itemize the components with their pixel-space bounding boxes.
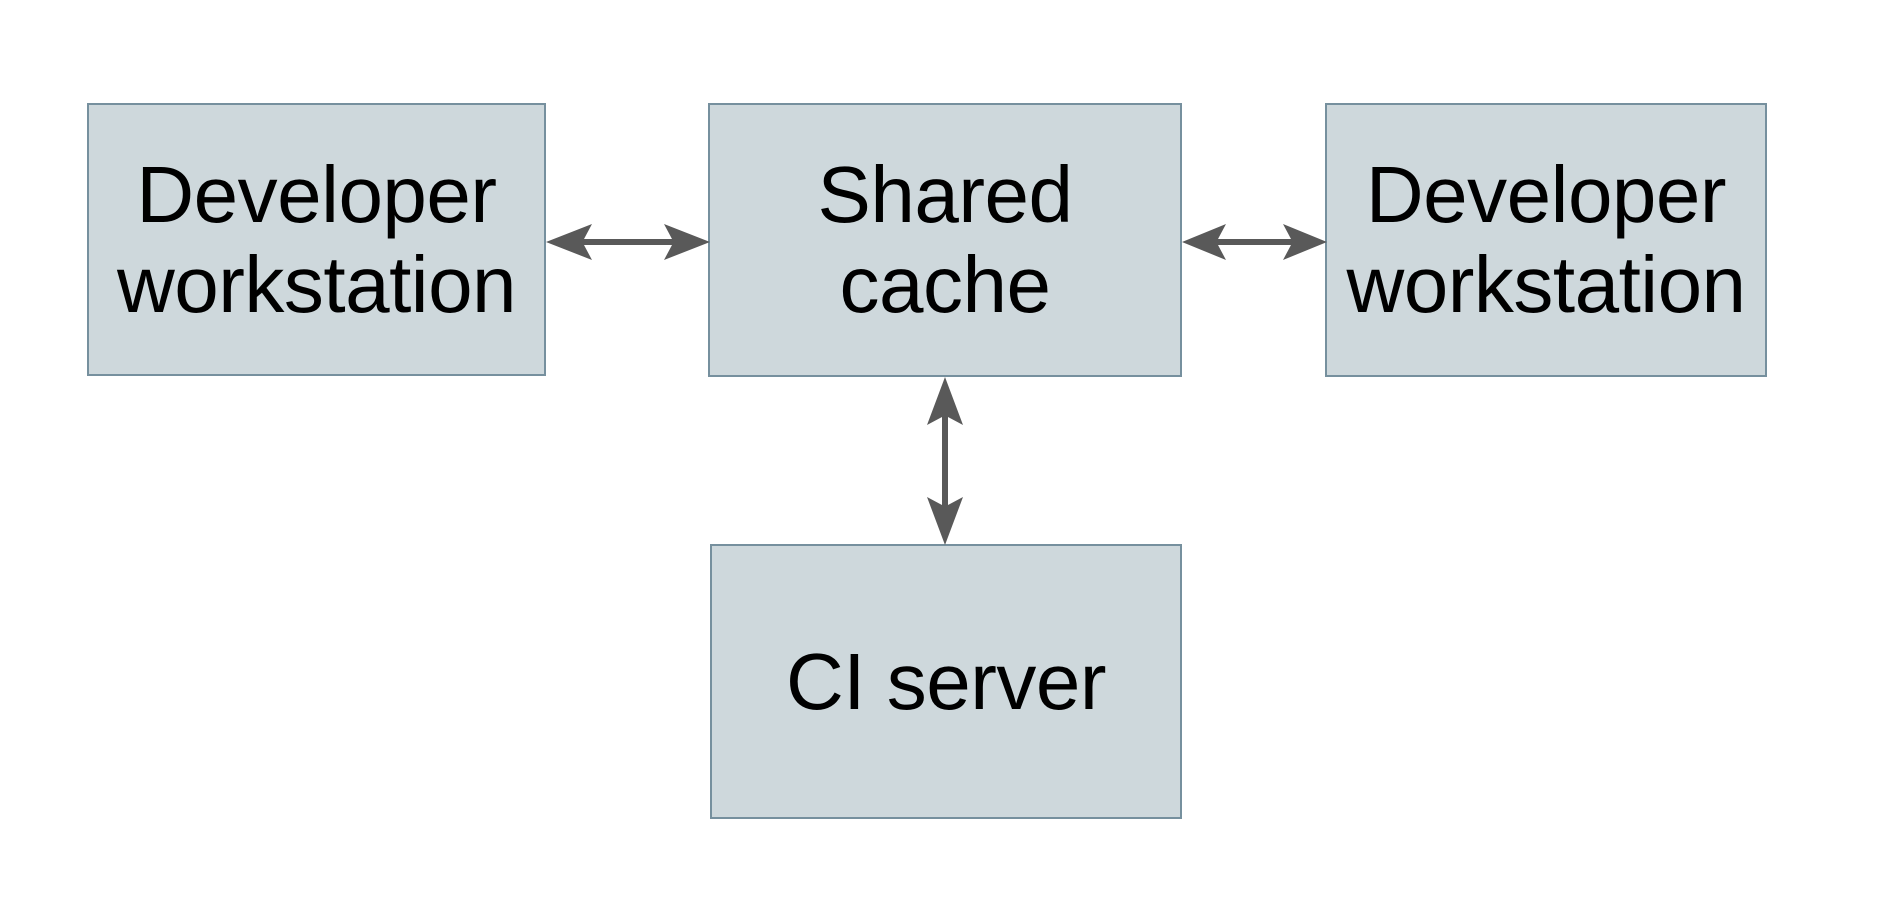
node-label-developer-workstation-right: Developer workstation: [1346, 150, 1746, 329]
node-developer-workstation-left[interactable]: Developer workstation: [87, 103, 546, 376]
node-shared-cache[interactable]: Shared cache: [708, 103, 1182, 377]
node-ci-server[interactable]: CI server: [710, 544, 1182, 819]
edge-shared-cache-to-developer-right[interactable]: [1182, 212, 1327, 272]
node-developer-workstation-right[interactable]: Developer workstation: [1325, 103, 1767, 377]
double-arrow-horizontal-icon: [546, 224, 710, 260]
double-arrow-horizontal-icon: [1182, 224, 1327, 260]
node-label-ci-server: CI server: [786, 636, 1107, 726]
edge-shared-cache-to-ci-server[interactable]: [915, 377, 975, 545]
node-label-developer-workstation-left: Developer workstation: [116, 149, 517, 329]
edge-developer-left-to-shared-cache[interactable]: [546, 212, 710, 272]
node-label-shared-cache: Shared cache: [817, 150, 1073, 329]
double-arrow-vertical-icon: [927, 377, 963, 545]
